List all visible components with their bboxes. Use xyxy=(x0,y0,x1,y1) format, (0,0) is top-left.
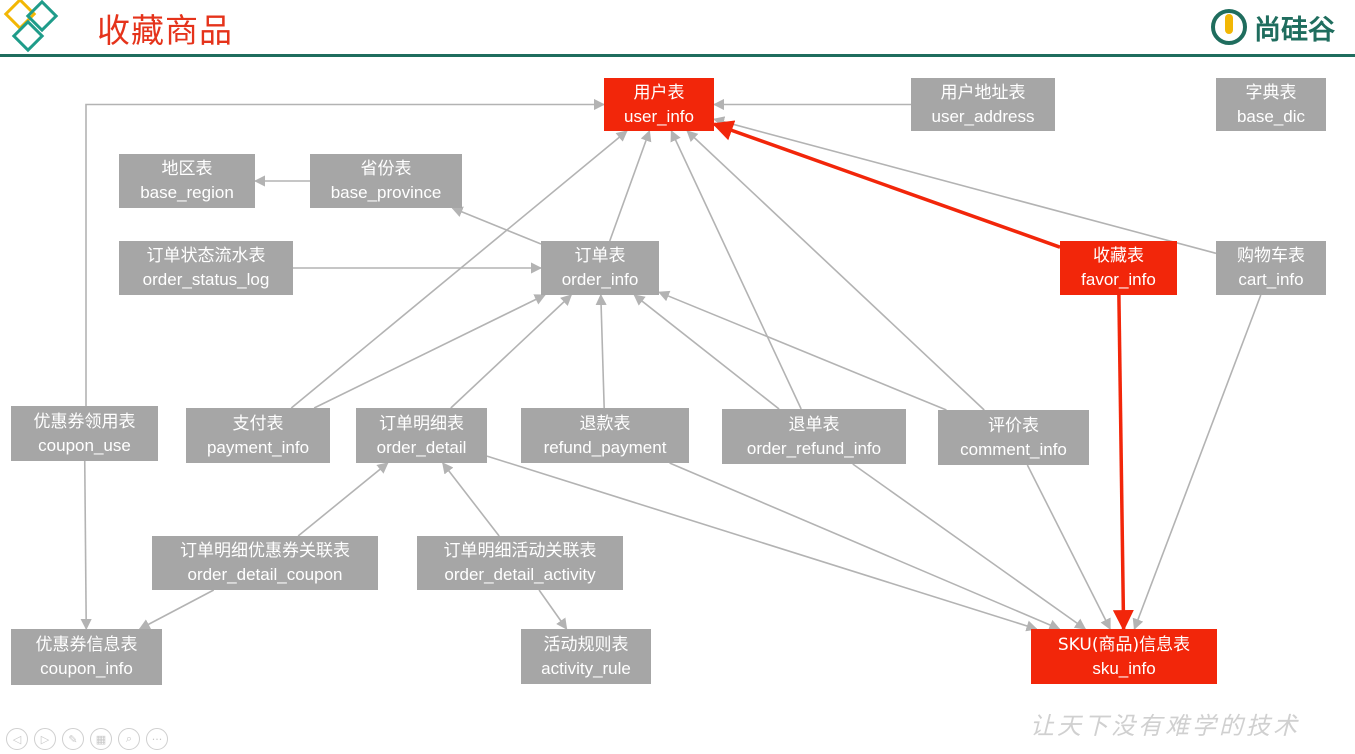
node-order-detail: 订单明细表 order_detail xyxy=(356,408,487,463)
node-label-en: cart_info xyxy=(1238,270,1304,289)
node-label-en: order_status_log xyxy=(142,270,270,289)
edge-order-detail-coupon-to-coupon-info xyxy=(138,589,215,630)
edge-comment-info-to-sku-info xyxy=(1026,464,1111,630)
edge-cart-info-to-user-info xyxy=(712,116,1217,255)
edge-comment-info-to-user-info xyxy=(686,130,985,411)
node-label-cn: 优惠券领用表 xyxy=(33,411,136,432)
node-refund-payment: 退款表 refund_payment xyxy=(521,408,689,463)
brand-mark-icon xyxy=(1211,9,1247,45)
node-label-en: coupon_info xyxy=(40,659,133,678)
node-label-cn: 支付表 xyxy=(232,413,284,434)
slogan-watermark: 让天下没有难学的技术 xyxy=(1030,712,1300,740)
node-coupon-info: 优惠券信息表 coupon_info xyxy=(11,629,162,685)
node-label-cn: 收藏表 xyxy=(1093,246,1144,266)
more-icon[interactable]: ··· xyxy=(146,728,168,750)
node-label-en: payment_info xyxy=(206,437,310,457)
node-label-en: order_detail_coupon xyxy=(187,565,343,584)
node-label-cn: 订单明细表 xyxy=(379,413,464,434)
node-label-en: user_info xyxy=(624,106,694,126)
logo-diamonds-icon xyxy=(3,0,59,53)
next-icon[interactable]: ▷ xyxy=(34,728,56,750)
slideshow-toolbar: ◁ ▷ ✎ ▦ ⌕ ··· xyxy=(6,728,168,750)
node-label-en: order_refund_info xyxy=(746,438,882,458)
node-user-address: 用户地址表 user_address xyxy=(911,78,1055,131)
node-sku-info: SKU(商品)信息表 sku_info xyxy=(1031,629,1217,684)
node-order-detail-coupon: 订单明细优惠券关联表 order_detail_coupon xyxy=(152,536,378,590)
node-label-cn: 用户表 xyxy=(633,82,685,103)
edge-order-refund-info-to-order-info xyxy=(633,294,780,410)
node-base-dic: 字典表 base_dic xyxy=(1216,78,1326,131)
slides-icon[interactable]: ▦ xyxy=(90,728,112,750)
node-order-status-log: 订单状态流水表 order_status_log xyxy=(119,241,293,295)
edge-refund-payment-to-order-info xyxy=(595,293,607,409)
node-label-en: sku_info xyxy=(1092,658,1156,678)
node-order-detail-activity: 订单明细活动关联表 order_detail_activity xyxy=(417,536,623,590)
node-label-cn: 优惠券信息表 xyxy=(35,635,138,655)
node-base-region: 地区表 base_region xyxy=(119,154,255,208)
edge-coupon-use-to-coupon-info xyxy=(80,460,92,631)
node-label-cn: 订单明细优惠券关联表 xyxy=(180,541,350,561)
node-payment-info: 支付表 payment_info xyxy=(186,408,330,463)
edge-cart-info-to-sku-info xyxy=(1132,294,1262,631)
node-activity-rule: 活动规则表 activity_rule xyxy=(521,629,651,684)
node-label-cn: 订单明细活动关联表 xyxy=(443,541,597,561)
edge-payment-info-to-user-info xyxy=(290,130,628,409)
node-label-cn: SKU(商品)信息表 xyxy=(1057,634,1191,655)
node-label-en: order_detail_activity xyxy=(444,565,596,584)
node-label-en: comment_info xyxy=(960,439,1067,459)
node-label-cn: 省份表 xyxy=(360,159,412,179)
brand-name: 尚硅谷 xyxy=(1254,14,1335,46)
node-cart-info: 购物车表 cart_info xyxy=(1216,241,1326,295)
node-comment-info: 评价表 comment_info xyxy=(938,410,1089,465)
node-label-en: refund_payment xyxy=(543,437,667,457)
header-divider xyxy=(0,54,1355,57)
node-label-en: base_province xyxy=(330,183,442,202)
node-favor-info: 收藏表 favor_info xyxy=(1060,241,1177,295)
pen-icon[interactable]: ✎ xyxy=(62,728,84,750)
edge-comment-info-to-order-info xyxy=(657,290,947,411)
page-title: 收藏商品 xyxy=(97,11,233,50)
node-label-en: user_address xyxy=(931,106,1035,126)
zoom-icon[interactable]: ⌕ xyxy=(118,728,140,750)
node-label-en: coupon_use xyxy=(38,435,131,455)
node-label-cn: 活动规则表 xyxy=(543,634,629,655)
node-label-en: favor_info xyxy=(1081,270,1156,289)
node-label-en: order_detail xyxy=(376,437,467,457)
edge-coupon-use-to-user-info xyxy=(85,98,606,406)
node-order-refund-info: 退单表 order_refund_info xyxy=(722,409,906,464)
node-base-province: 省份表 base_province xyxy=(310,154,462,208)
node-label-en: base_dic xyxy=(1236,106,1306,126)
node-label-en: base_region xyxy=(140,183,234,202)
edge-refund-payment-to-sku-info xyxy=(669,462,1061,631)
edge-order-detail-coupon-to-order-detail xyxy=(297,462,389,537)
node-label-cn: 购物车表 xyxy=(1237,246,1305,266)
node-label-cn: 用户地址表 xyxy=(940,82,1026,103)
node-label-cn: 评价表 xyxy=(988,415,1039,436)
node-label-cn: 订单状态流水表 xyxy=(146,246,266,266)
brand-logo: 尚硅谷 xyxy=(1210,6,1335,48)
edge-order-detail-activity-to-activity-rule xyxy=(538,589,568,630)
node-coupon-use: 优惠券领用表 coupon_use xyxy=(11,406,158,461)
node-label-en: activity_rule xyxy=(541,658,631,678)
node-label-cn: 订单表 xyxy=(574,246,626,266)
node-label-cn: 退单表 xyxy=(788,414,840,435)
edge-order-refund-info-to-user-info xyxy=(670,129,802,410)
edge-order-refund-info-to-sku-info xyxy=(852,463,1087,630)
edge-favor-info-to-user-info xyxy=(712,120,1061,249)
edge-order-info-to-base-province xyxy=(451,206,542,245)
edge-order-info-to-user-info xyxy=(608,129,652,242)
node-label-en: order_info xyxy=(561,270,639,289)
edge-payment-info-to-order-info xyxy=(313,294,546,409)
node-user-info: 用户表 user_info xyxy=(604,78,714,131)
node-label-cn: 地区表 xyxy=(161,159,213,179)
prev-icon[interactable]: ◁ xyxy=(6,728,28,750)
edge-order-detail-activity-to-order-detail xyxy=(442,462,500,537)
node-label-cn: 字典表 xyxy=(1245,82,1297,103)
edge-order-detail-to-sku-info xyxy=(486,455,1038,632)
node-label-cn: 退款表 xyxy=(579,413,631,434)
edge-order-detail-to-order-info xyxy=(450,294,573,409)
node-order-info: 订单表 order_info xyxy=(541,241,659,295)
edge-favor-info-to-sku-info xyxy=(1112,294,1134,632)
